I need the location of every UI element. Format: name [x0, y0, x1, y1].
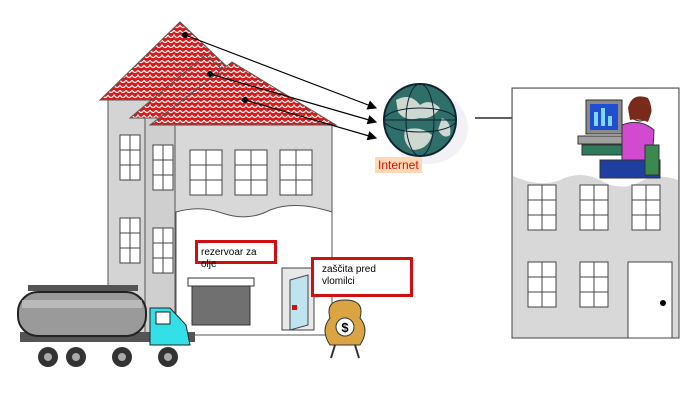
- oil-tank: [191, 284, 251, 326]
- oil-tanker-truck: [17, 285, 195, 367]
- house: [98, 21, 338, 341]
- windows-main: [189, 149, 313, 196]
- burglar-protection-label: zaščita pred vlomilci: [311, 257, 413, 297]
- sensor-dot: [207, 71, 213, 77]
- sensor-dot: [182, 32, 188, 38]
- roof-front: [148, 61, 338, 126]
- windows-left: [119, 134, 174, 274]
- roof-to-internet-arrows: [184, 34, 378, 141]
- entry-door: [281, 267, 315, 331]
- sensor-dot: [242, 97, 248, 103]
- oil-tank-label: rezervoar za olje: [195, 240, 277, 270]
- globe-icon: [383, 83, 468, 164]
- money-bag-symbol: $: [341, 320, 349, 335]
- money-bag-icon: $: [324, 299, 366, 359]
- oil-tank-rim: [187, 277, 255, 287]
- office-worker-computer: [577, 96, 661, 179]
- internet-label: Internet: [375, 157, 422, 173]
